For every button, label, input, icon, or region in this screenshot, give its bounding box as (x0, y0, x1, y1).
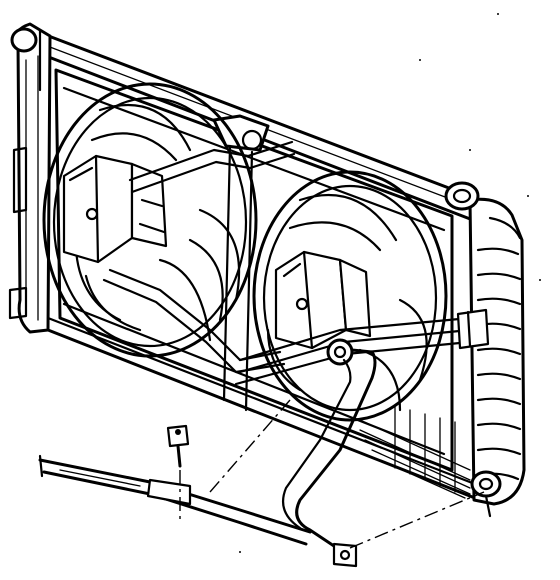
fan-shroud (54, 68, 454, 472)
cooler-lines (38, 338, 377, 568)
left-fan-motor (62, 154, 168, 264)
left-fan (42, 82, 258, 358)
right-fan (252, 170, 448, 422)
right-fan-motor (274, 250, 372, 350)
wiring-harness (102, 140, 490, 386)
alignment-lines (179, 399, 485, 549)
scan-speckles (239, 13, 541, 553)
